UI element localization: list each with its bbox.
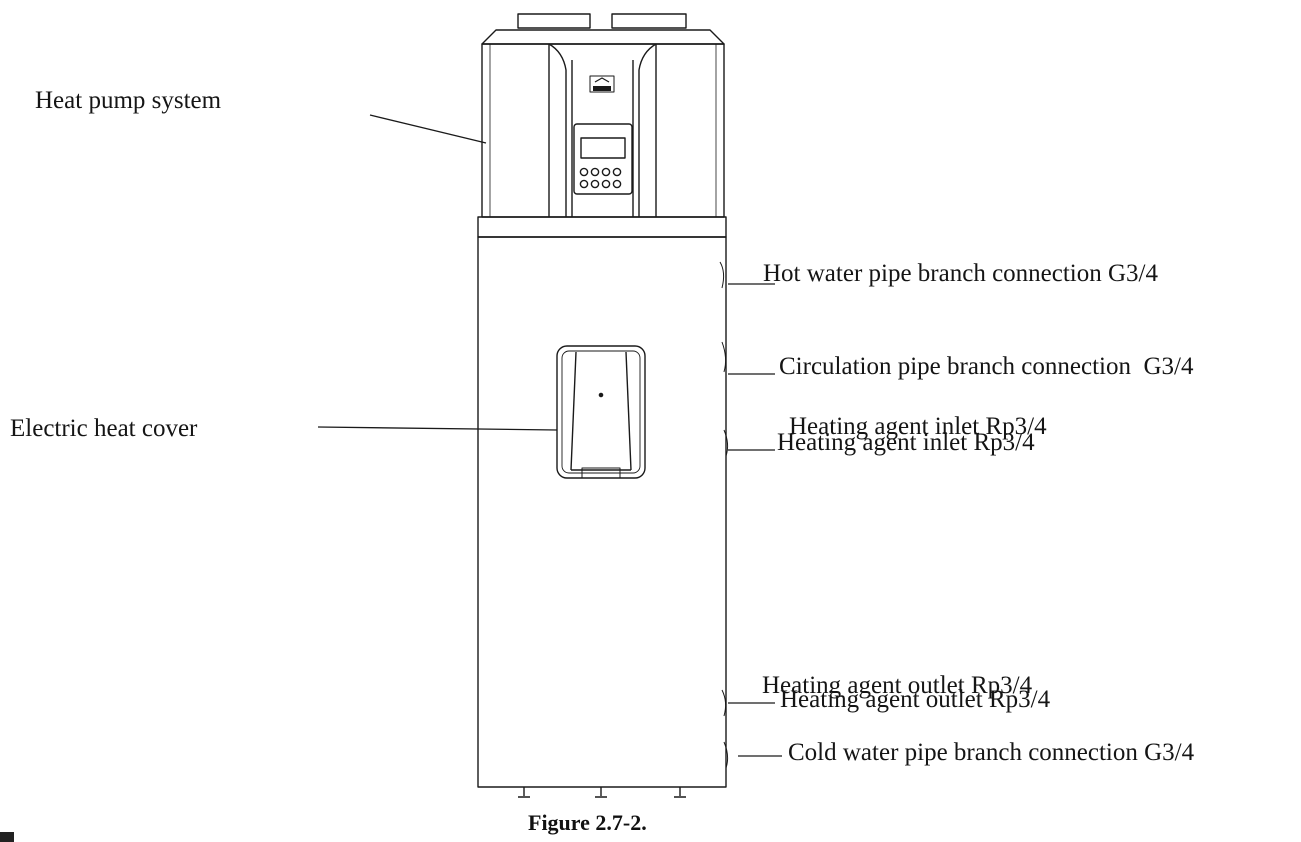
electric-heat-cover-drawing xyxy=(556,345,646,479)
label-heating-agent-inlet-upper: Heating agent inlet Rp3/4 xyxy=(789,413,1047,440)
tank-collar xyxy=(477,216,727,238)
label-heating-agent-inlet-lower: Heating agent inlet Rp3/4 xyxy=(777,429,1035,456)
label-heat-pump-system: Heat pump system xyxy=(35,87,222,114)
water-tank-body xyxy=(477,236,727,788)
label-heating-agent-outlet-lower: Heating agent outlet Rp3/4 xyxy=(780,686,1051,713)
control-panel xyxy=(573,123,633,195)
tank-feet xyxy=(518,787,686,798)
label-hot-water-pipe: Hot water pipe branch connection G3/4 xyxy=(763,260,1159,287)
label-electric-heat-cover: Electric heat cover xyxy=(10,415,198,442)
leader-electric-heat-cover xyxy=(317,426,558,431)
heat-pump-top-cap xyxy=(481,29,725,45)
label-circulation-pipe: Circulation pipe branch connection G3/4 xyxy=(779,353,1194,380)
connection-marks xyxy=(719,261,729,769)
page-corner-mark xyxy=(0,832,14,842)
label-cold-water-pipe: Cold water pipe branch connection G3/4 xyxy=(788,739,1195,766)
label-heating-agent-outlet-upper: Heating agent outlet Rp3/4 xyxy=(762,672,1033,699)
heat-pump-housing xyxy=(481,43,725,218)
figure-caption: Figure 2.7-2. xyxy=(528,810,647,835)
top-fan-outlets xyxy=(517,13,687,29)
brand-logo xyxy=(589,75,615,93)
leader-heat-pump-system xyxy=(369,114,487,144)
leader-lines xyxy=(317,114,782,757)
